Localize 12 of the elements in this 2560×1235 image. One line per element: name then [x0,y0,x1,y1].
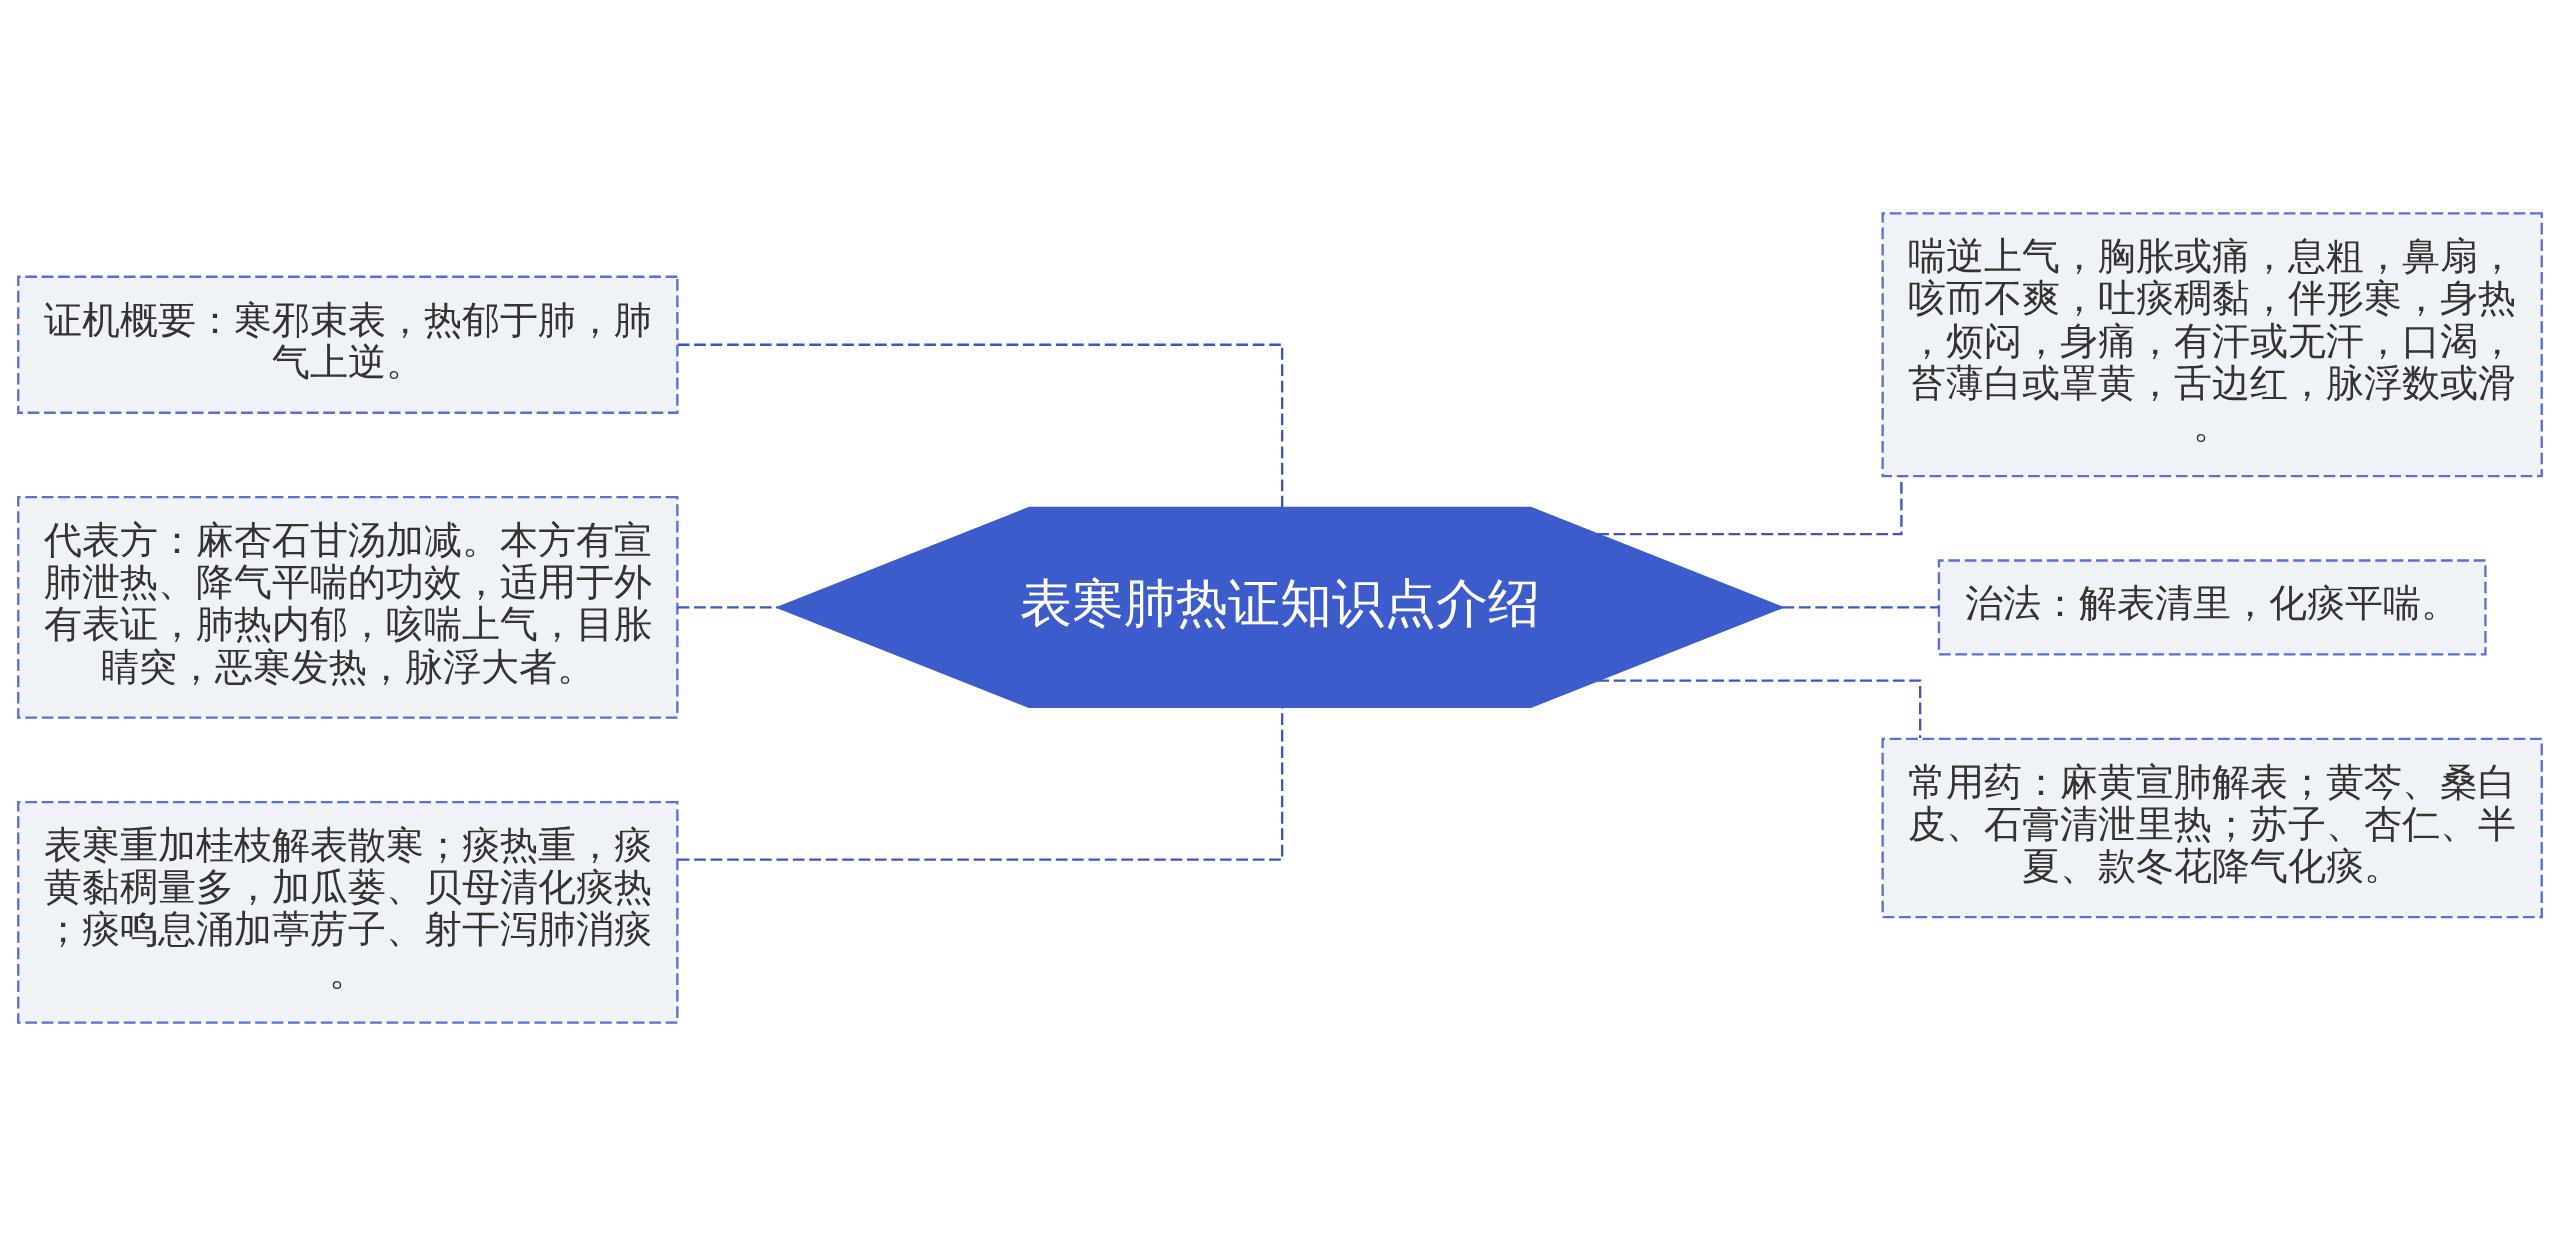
node-box: 治法：解表清里，化痰平喘。 [1937,558,2487,656]
node-box: 喘逆上气，胸胀或痛，息粗，鼻扇，咳而不爽，吐痰稠黏，伴形寒，身热，烦闷，身痛，有汗或无汗，口渴，苔薄白或罩黄，舌边红，脉浮数或滑。 [1881,211,2543,477]
connector [1597,679,1922,738]
connector [1597,475,1903,535]
connector [677,343,1284,507]
connector [677,605,779,609]
node-box: 代表方：麻杏石甘汤加减。本方有宣肺泄热、降气平喘的功效，适用于外有表证，肺热内郁，咳喘上气，目胀睛突，恶寒发热，脉浮大者。 [17,495,679,719]
connector [1782,605,1939,609]
node-box: 常用药：麻黄宣肺解表；黄芩、桑白皮、石膏清泄里热；苏子、杏仁、半夏、款冬花降气化痰。 [1881,737,2543,918]
node-box: 表寒重加桂枝解表散寒；痰热重，痰黄黏稠量多，加瓜蒌、贝母清化痰热；痰鸣息涌加葶苈子、射干泻肺消痰。 [17,800,679,1024]
node-box: 证机概要：寒邪束表，热郁于肺，肺气上逆。 [17,275,679,414]
connector [677,706,1284,861]
